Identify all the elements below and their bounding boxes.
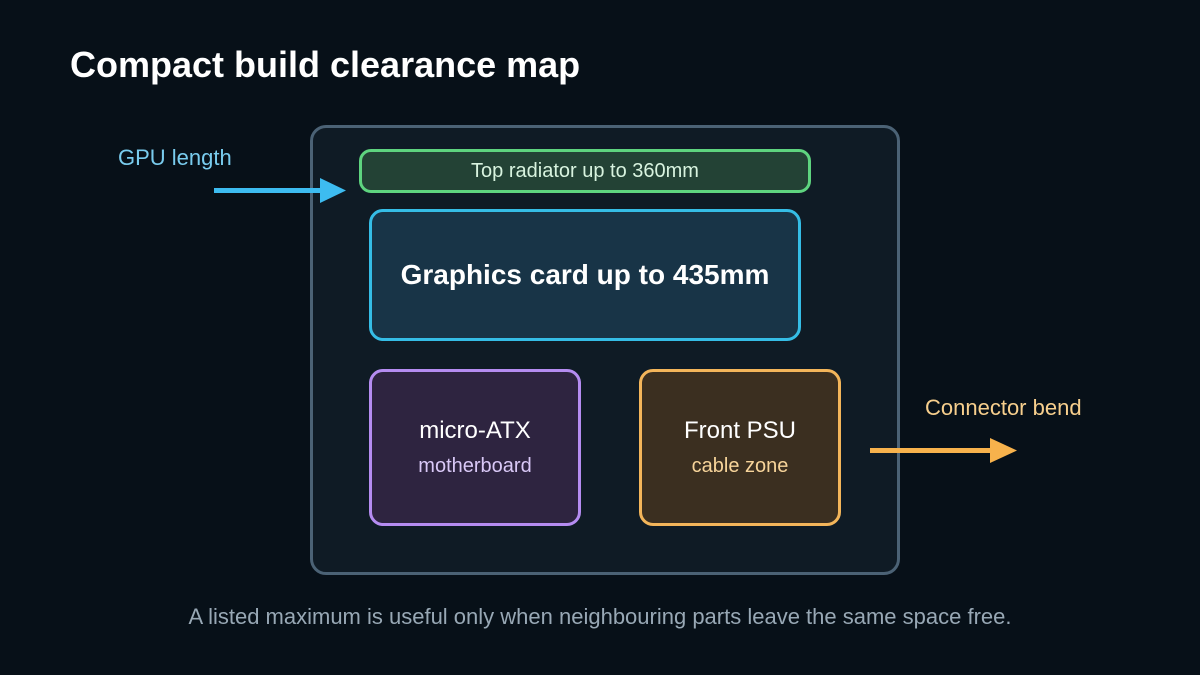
graphics-card-label: Graphics card up to 435mm xyxy=(400,259,770,290)
motherboard-subtitle: motherboard xyxy=(418,455,532,478)
radiator-zone: Top radiator up to 360mm xyxy=(359,149,811,193)
motherboard-title: micro-ATX xyxy=(419,416,531,444)
gpu-length-arrow-icon xyxy=(214,178,346,203)
psu-zone: Front PSU cable zone xyxy=(639,369,841,526)
page-title: Compact build clearance map xyxy=(70,44,581,85)
motherboard-zone: micro-ATX motherboard xyxy=(369,369,581,526)
radiator-label: Top radiator up to 360mm xyxy=(471,159,699,182)
connector-bend-arrow-icon xyxy=(870,438,1017,463)
connector-bend-label: Connector bend xyxy=(925,395,1082,420)
psu-subtitle: cable zone xyxy=(691,455,789,478)
footnote-caption: A listed maximum is useful only when nei… xyxy=(188,604,1012,629)
psu-title: Front PSU xyxy=(683,416,797,444)
gpu-length-label: GPU length xyxy=(118,145,232,170)
graphics-card-zone: Graphics card up to 435mm xyxy=(369,209,801,341)
